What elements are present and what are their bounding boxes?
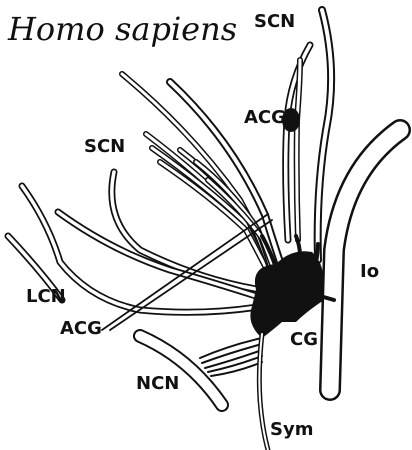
acg-bottom-label: ACG	[60, 318, 102, 339]
io-trunk	[330, 130, 400, 390]
acg-top-label: ACG	[244, 107, 286, 128]
sym-label: Sym	[270, 419, 313, 440]
scn-top-label: SCN	[254, 11, 295, 32]
species-title: Homo sapiens	[7, 10, 237, 48]
cg-label: CG	[290, 329, 318, 350]
lcn-label: LCN	[26, 286, 66, 307]
scn-top-nerves	[282, 10, 331, 260]
scn-left-label: SCN	[84, 136, 125, 157]
ncn-label: NCN	[136, 373, 179, 394]
ncn-nerve	[140, 336, 262, 405]
sym-nerve	[259, 334, 268, 450]
io-label: Io	[360, 261, 379, 282]
scn-left-nerves	[8, 74, 280, 312]
